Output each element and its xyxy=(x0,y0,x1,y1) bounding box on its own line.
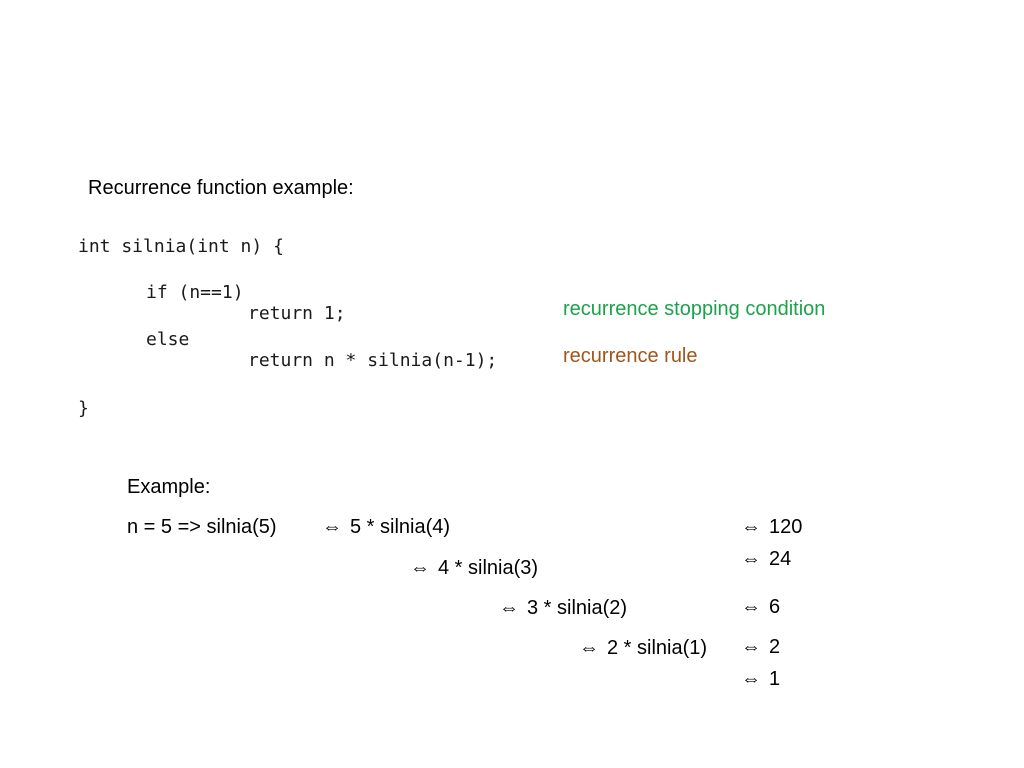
result-value: ⇔6 xyxy=(741,596,781,618)
code-line: else xyxy=(146,329,190,350)
code-line: if (n==1) xyxy=(146,282,244,303)
code-line: return n * silnia(n-1); xyxy=(248,350,498,371)
step-text: 5 * silnia(4) xyxy=(350,516,451,538)
equivalence-arrow-icon: ⇔ xyxy=(322,516,342,538)
expansion-step: ⇔ 3 * silnia(2) xyxy=(499,598,627,618)
result-value: ⇔2 xyxy=(741,636,781,658)
equivalence-arrow-icon: ⇔ xyxy=(741,636,761,658)
code-line: int silnia(int n) { xyxy=(78,236,284,257)
step-text: 2 * silnia(1) xyxy=(607,637,708,659)
code-line: } xyxy=(78,398,89,419)
result-value: ⇔24 xyxy=(741,548,792,570)
equivalence-arrow-icon: ⇔ xyxy=(499,597,519,619)
equivalence-arrow-icon: ⇔ xyxy=(579,637,599,659)
expansion-step: ⇔ 2 * silnia(1) xyxy=(579,638,707,658)
expansion-step: ⇔ 5 * silnia(4) xyxy=(322,517,450,537)
equivalence-arrow-icon: ⇔ xyxy=(741,596,761,618)
step-text: 4 * silnia(3) xyxy=(438,557,539,579)
stopping-condition-note: recurrence stopping condition xyxy=(563,298,826,320)
slide-heading: Recurrence function example: xyxy=(88,177,354,199)
equivalence-arrow-icon: ⇔ xyxy=(741,548,761,570)
equivalence-arrow-icon: ⇔ xyxy=(410,557,430,579)
equivalence-arrow-icon: ⇔ xyxy=(741,668,761,690)
recurrence-rule-note: recurrence rule xyxy=(563,345,698,367)
result-value: ⇔120 xyxy=(741,516,803,538)
step-text: 3 * silnia(2) xyxy=(527,597,628,619)
expansion-step: ⇔ 4 * silnia(3) xyxy=(410,558,538,578)
result-value: ⇔1 xyxy=(741,668,781,690)
example-label: Example: xyxy=(127,476,211,498)
equivalence-arrow-icon: ⇔ xyxy=(741,516,761,538)
example-start: n = 5 => silnia(5) xyxy=(127,516,277,538)
code-line: return 1; xyxy=(248,303,346,324)
